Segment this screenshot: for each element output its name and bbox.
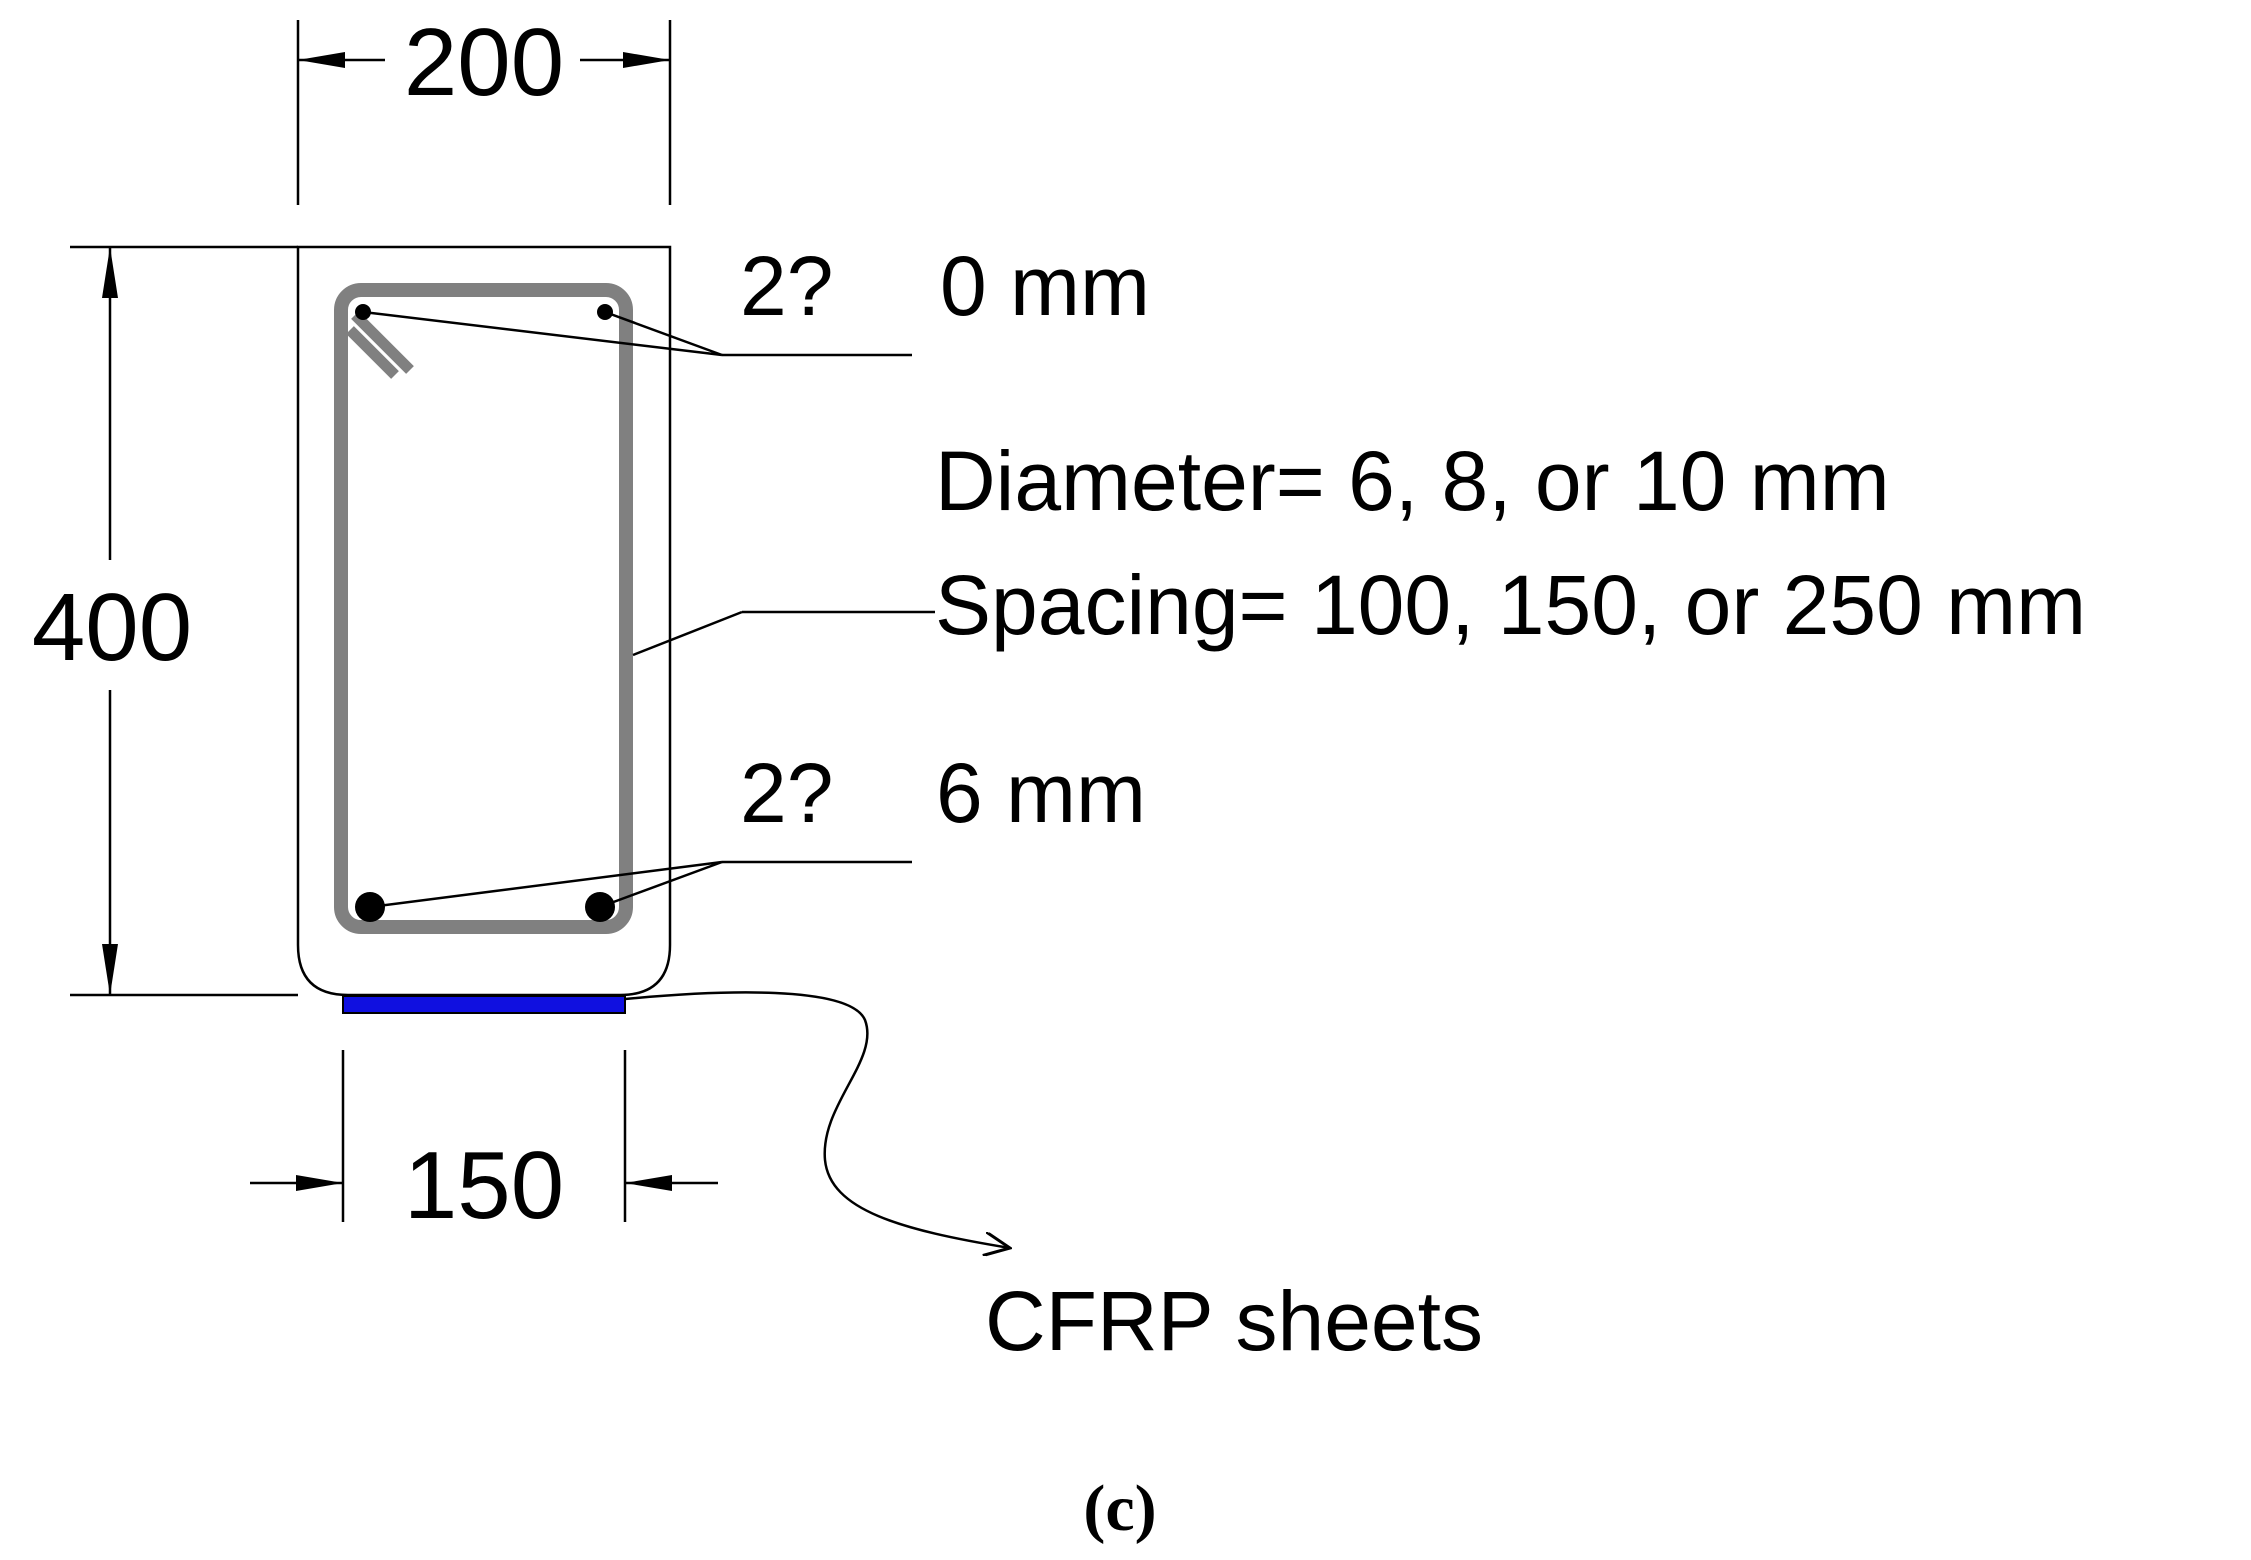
stirrup-leader: [632, 610, 935, 657]
figure-caption: (c): [1083, 1472, 1156, 1545]
stirrup: [334, 283, 633, 934]
bottom-bars-leader: [369, 860, 912, 909]
top-width-dimension: 200: [296, 9, 672, 205]
height-label: 400: [32, 574, 192, 681]
bottom-width-label: 150: [404, 1132, 564, 1239]
dimension-arrow-icon: [623, 52, 670, 68]
top-width-label: 200: [404, 9, 564, 116]
top-bars-leader: [362, 310, 912, 357]
dimension-arrow-icon: [298, 52, 345, 68]
dimension-arrow-icon: [102, 247, 118, 298]
bottom-bars-count-label: 2?: [740, 746, 833, 840]
cfrp-sheet: [342, 995, 626, 1014]
dimension-arrow-icon: [296, 1175, 343, 1191]
bottom-bars-size-label: 6 mm: [936, 746, 1146, 840]
cfrp-leader-arrow: [624, 991, 1010, 1248]
dimension-arrow-icon: [102, 944, 118, 995]
stirrup-spacing-label: Spacing= 100, 150, or 250 mm: [935, 558, 2086, 652]
cfrp-label: CFRP sheets: [985, 1274, 1483, 1368]
concrete-section-outline: [296, 245, 672, 997]
top-bars-size-label: 0 mm: [940, 239, 1150, 333]
top-bars-count-label: 2?: [740, 239, 833, 333]
bottom-width-dimension: 150: [250, 1050, 718, 1239]
stirrup-hook: [346, 311, 414, 379]
stirrup-diameter-label: Diameter= 6, 8, or 10 mm: [935, 434, 1890, 528]
dimension-arrow-icon: [625, 1175, 672, 1191]
height-dimension: 400: [32, 245, 298, 997]
